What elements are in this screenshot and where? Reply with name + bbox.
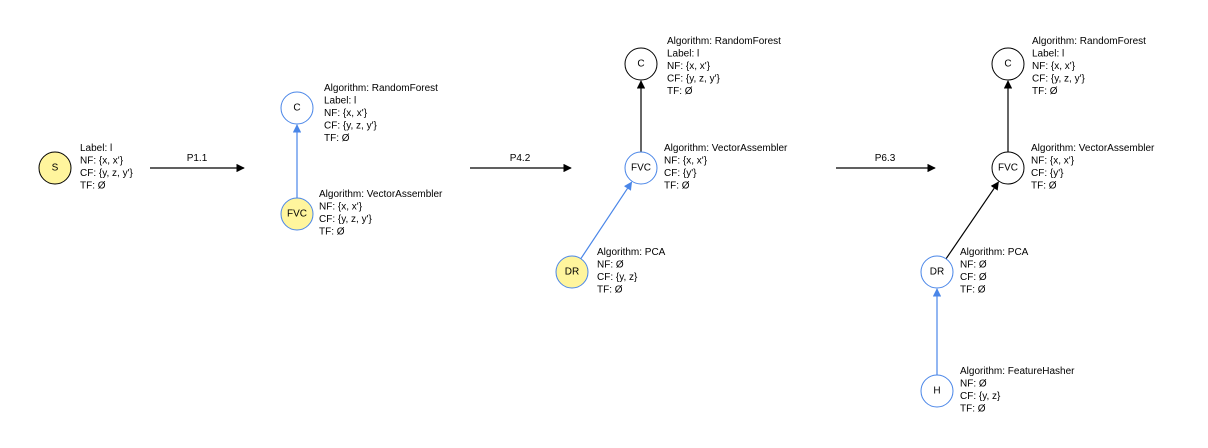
- info-line: Algorithm: RandomForest: [667, 36, 781, 47]
- info-line: NF: {x, x'}: [80, 156, 124, 167]
- node-circle: [624, 151, 658, 185]
- info-line: CF: {y'}: [664, 168, 697, 179]
- info-line: TF: Ø: [1031, 181, 1057, 192]
- node-label: C: [637, 59, 644, 70]
- transition-3: P6.3: [836, 153, 936, 173]
- transition-label: P1.1: [187, 153, 208, 164]
- info-line: Algorithm: RandomForest: [1032, 36, 1146, 47]
- node-circle: [991, 47, 1025, 81]
- info-line: CF: Ø: [960, 272, 987, 283]
- transition-1: P1.1: [150, 153, 245, 173]
- info-line: TF: Ø: [1032, 86, 1058, 97]
- node-info-dr: Algorithm: PCA NF: ØCF: {y, z} TF: Ø: [597, 247, 666, 296]
- node-info-dr: Algorithm: PCA NF: ØCF: Ø TF: Ø: [960, 247, 1029, 296]
- node-label: FVC: [998, 163, 1018, 174]
- info-line: TF: Ø: [319, 227, 345, 238]
- info-line: TF: Ø: [597, 285, 623, 296]
- node-circle: [38, 151, 72, 185]
- nodes-layer: S C FVC C FVC DR C FVC DR H: [38, 47, 1025, 408]
- info-line: Label: l: [80, 143, 112, 154]
- info-layer: Label: lNF: {x, x'}CF: {y, z, y'}TF: ØAl…: [80, 36, 1155, 415]
- node-h: H: [920, 374, 954, 408]
- info-line: CF: {y, z, y'}: [1032, 74, 1086, 85]
- node-label: DR: [930, 267, 944, 278]
- info-line: NF: {x, x'}: [319, 202, 363, 213]
- node-label: FVC: [287, 209, 307, 220]
- node-label: S: [52, 163, 59, 174]
- info-line: TF: Ø: [667, 86, 693, 97]
- node-fvc: FVC: [280, 197, 314, 231]
- node-circle: [920, 374, 954, 408]
- info-line: CF: {y, z, y'}: [324, 121, 378, 132]
- info-line: CF: {y, z, y'}: [319, 214, 373, 225]
- info-line: Label: l: [324, 96, 356, 107]
- node-c: C: [280, 91, 314, 125]
- node-c: C: [624, 47, 658, 81]
- info-line: Algorithm: PCA: [597, 247, 666, 258]
- node-label: DR: [565, 267, 579, 278]
- info-line: NF: Ø: [960, 260, 987, 271]
- info-line: Algorithm: FeatureHasher: [960, 366, 1075, 377]
- node-label: C: [293, 103, 300, 114]
- info-line: TF: Ø: [960, 285, 986, 296]
- node-fvc: FVC: [991, 151, 1025, 185]
- edge-dr-to-fvc: [580, 181, 633, 259]
- node-circle: [555, 255, 589, 289]
- info-line: CF: {y, z, y'}: [80, 168, 134, 179]
- edges-layer: [292, 80, 1013, 375]
- node-c: C: [991, 47, 1025, 81]
- node-label: H: [933, 386, 940, 397]
- info-line: NF: Ø: [960, 379, 987, 390]
- transition-label: P6.3: [875, 153, 896, 164]
- info-line: TF: Ø: [960, 404, 986, 415]
- info-line: Algorithm: VectorAssembler: [319, 189, 443, 200]
- node-circle: [991, 151, 1025, 185]
- node-circle: [280, 91, 314, 125]
- transitions-layer: P1.1 P4.2 P6.3: [150, 153, 936, 173]
- info-line: Label: l: [667, 49, 699, 60]
- info-line: NF: {x, x'}: [1031, 156, 1075, 167]
- node-fvc: FVC: [624, 151, 658, 185]
- info-line: Algorithm: VectorAssembler: [1031, 143, 1155, 154]
- info-line: CF: {y, z, y'}: [667, 74, 721, 85]
- info-line: CF: {y, z}: [597, 272, 638, 283]
- info-line: CF: {y'}: [1031, 168, 1064, 179]
- node-dr: DR: [555, 255, 589, 289]
- info-line: Algorithm: VectorAssembler: [664, 143, 788, 154]
- node-dr: DR: [920, 255, 954, 289]
- node-circle: [280, 197, 314, 231]
- info-line: TF: Ø: [664, 181, 690, 192]
- info-line: CF: {y, z}: [960, 391, 1001, 402]
- info-line: NF: {x, x'}: [667, 61, 711, 72]
- info-line: TF: Ø: [324, 133, 350, 144]
- info-line: Algorithm: PCA: [960, 247, 1029, 258]
- node-label: C: [1004, 59, 1011, 70]
- node-label: FVC: [631, 163, 651, 174]
- info-line: NF: {x, x'}: [324, 108, 368, 119]
- info-line: NF: {x, x'}: [664, 156, 708, 167]
- node-circle: [920, 255, 954, 289]
- edge-dr-to-fvc: [945, 181, 999, 260]
- transition-label: P4.2: [510, 153, 531, 164]
- transition-2: P4.2: [470, 153, 572, 173]
- info-line: NF: {x, x'}: [1032, 61, 1076, 72]
- info-line: Algorithm: RandomForest: [324, 83, 438, 94]
- node-info-s: Label: l NF: {x, x'}CF: {y, z, y'} TF: Ø: [80, 143, 134, 192]
- info-line: NF: Ø: [597, 260, 624, 271]
- info-line: Label: l: [1032, 49, 1064, 60]
- info-line: TF: Ø: [80, 181, 106, 192]
- node-circle: [624, 47, 658, 81]
- node-s: S: [38, 151, 72, 185]
